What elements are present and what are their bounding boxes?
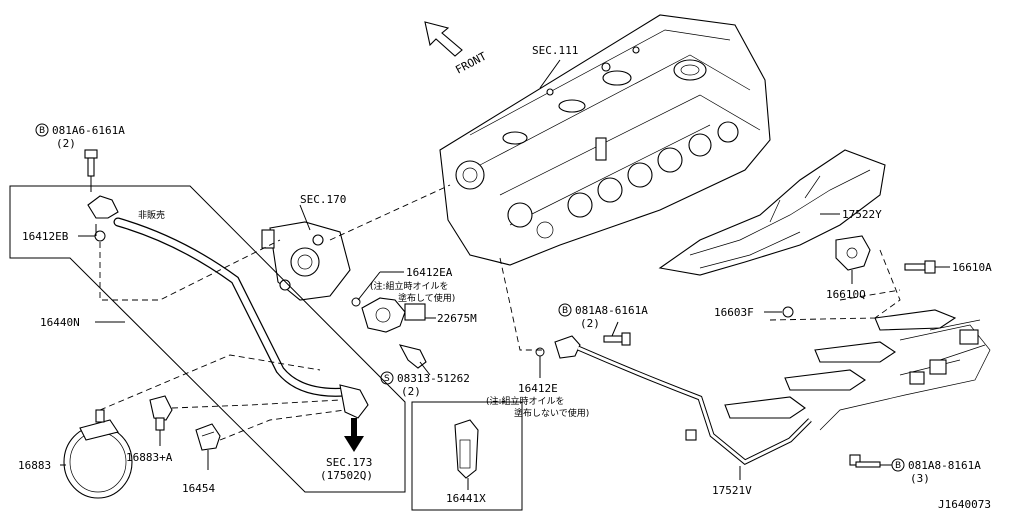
part-16441x-box [411,401,523,511]
cylinder-head-drawing [439,14,771,266]
note-oil-apply-line1: (注:組立時オイルを [370,280,449,292]
bolt-081a8-top-qty: (2) [580,317,600,330]
bolt-16610a-icon [904,260,936,274]
screw-marker-icon [380,371,394,385]
fuel-pipe-17521v-drawing [554,335,812,465]
bolt-081a6-label: 081A6-6161A [52,124,125,137]
screw-08313-qty: (2) [401,385,421,398]
bolt-081a6-qty: (2) [56,137,76,150]
down-arrow-icon [344,418,364,452]
part-16883a-label: 16883+A [126,451,173,464]
bolt-marker-letter: B [562,306,568,316]
note-oil-apply-line2: 塗布して使用) [398,292,455,304]
hose-assembly-frame [9,185,406,493]
note-oil-noapply-line1: (注:組立時オイルを [486,395,565,407]
bolt-marker-icon [558,303,572,317]
bolt-marker-letter: B [895,461,901,471]
clamp-16883-drawing [63,409,133,499]
diagram-id-label: J1640073 [938,498,991,511]
bolt-marker-letter: B [39,126,45,136]
heat-shield-drawing [658,149,886,276]
bolt-081a8-bot-qty: (3) [910,472,930,485]
clip-16883a-drawing [149,395,173,431]
vacuum-pump-drawing [261,221,351,301]
sec-173-sub-label: (17502Q) [320,469,373,482]
part-16454-label: 16454 [182,482,215,495]
bolt-081a8-top-label: 081A8-6161A [575,304,648,317]
front-arrow-icon [424,21,463,57]
clip-16441x-drawing [454,419,479,479]
part-16603f-label: 16603F [714,306,754,319]
screw-marker-letter: S [384,374,390,384]
bolt-081a6-icon [84,149,98,177]
o-ring-16412e-icon [535,347,545,357]
injector-rail-drawing [724,309,991,431]
part-16610a-label: 16610A [952,261,992,274]
bolt-marker-icon [891,458,905,472]
o-ring-16412ea-icon [351,297,361,307]
sec-170-label: SEC.170 [300,193,346,206]
not-for-sale-label: 非販売 [138,209,165,221]
part-16440n-label: 16440N [40,316,80,329]
part-16412eb-label: 16412EB [22,230,69,243]
sec-111-label: SEC.111 [532,44,578,57]
sensor-22675m-drawing [361,297,426,333]
part-16610q-label: 16610Q [826,288,866,301]
seal-16603f-icon [782,306,794,318]
bolt-081a8-bot-label: 081A8-8161A [908,459,981,472]
sec-173-label: SEC.173 [326,456,372,469]
part-17521v-label: 17521V [712,484,752,497]
part-17522y-label: 17522Y [842,208,882,221]
part-16412e-label: 16412E [518,382,558,395]
part-16412ea-label: 16412EA [406,266,453,279]
screw-08313-label: 08313-51262 [397,372,470,385]
bolt-marker-icon [35,123,49,137]
hose-16440n-drawing [87,195,369,419]
part-16883-label: 16883 [18,459,51,472]
bolt-081a8-bot-icon [849,454,881,468]
part-22675m-label: 22675M [437,312,477,325]
bolt-081a8-top-icon [603,332,631,346]
clip-16454-drawing [195,423,221,451]
part-16441x-label: 16441X [446,492,486,505]
note-oil-noapply-line2: 塗布しないで使用) [514,407,589,419]
bracket-16610q-drawing [835,235,871,271]
